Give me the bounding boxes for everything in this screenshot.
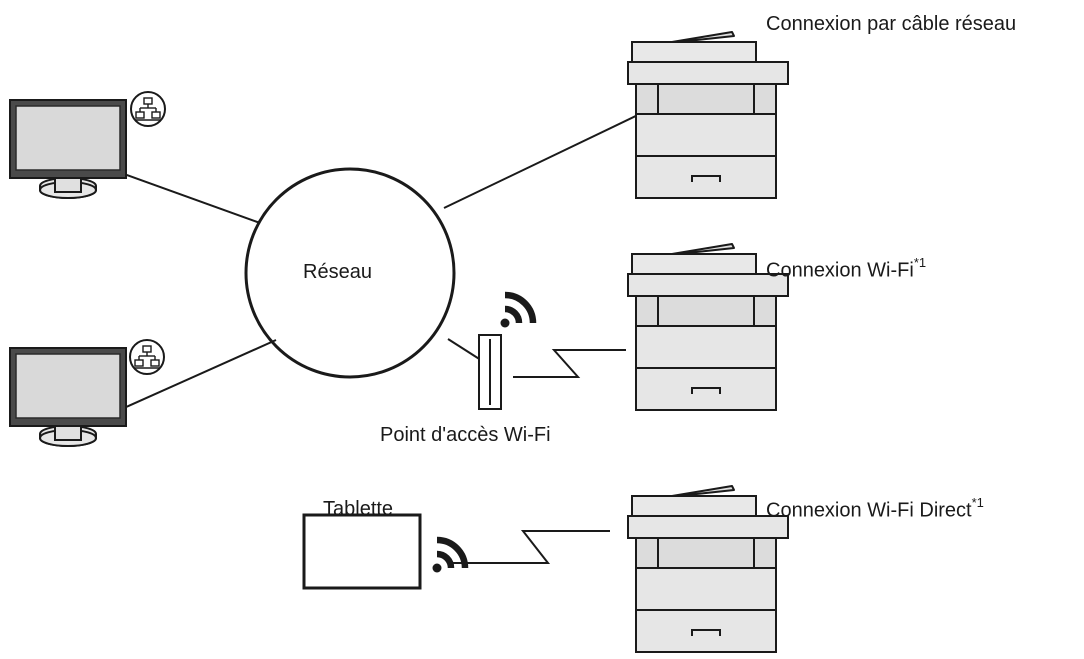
network-label: Réseau <box>303 261 372 283</box>
access-point-label: Point d'accès Wi-Fi <box>380 424 551 446</box>
wifi-connection-text: Connexion Wi-Fi <box>766 259 914 282</box>
network-ring <box>244 167 456 379</box>
wifi-direct-connection-label: Connexion Wi-Fi Direct*1 <box>766 495 984 522</box>
network-symbol-icon <box>129 339 165 375</box>
pc1-network-link <box>123 173 261 224</box>
monitor-icon <box>9 99 127 199</box>
printer-icon <box>627 485 789 653</box>
monitor-icon <box>9 347 127 447</box>
printer1-network-link <box>443 113 641 209</box>
footnote-marker: *1 <box>971 495 984 510</box>
wired-connection-text: Connexion par câble réseau <box>766 13 1017 35</box>
network-links <box>123 113 641 564</box>
footnote-marker: *1 <box>913 255 927 270</box>
printer-icon <box>627 31 789 199</box>
wifi-connection-label: Connexion Wi-Fi*1 <box>766 255 927 282</box>
wifi-icon <box>501 295 534 328</box>
tablet-icon <box>302 513 422 590</box>
wireless-link-icon <box>513 349 626 378</box>
network-symbol-icon <box>130 91 166 127</box>
printer-icon <box>627 243 789 411</box>
tablet-label: Tablette <box>323 498 394 520</box>
wifi-direct-connection-text: Connexion Wi-Fi Direct <box>766 499 972 522</box>
wired-connection-label: Connexion par câble réseau <box>766 14 1016 34</box>
wireless-link-icon <box>451 530 610 564</box>
pc2-network-link <box>123 339 277 409</box>
access-point-icon <box>478 334 502 410</box>
wifi-icon <box>433 540 466 573</box>
